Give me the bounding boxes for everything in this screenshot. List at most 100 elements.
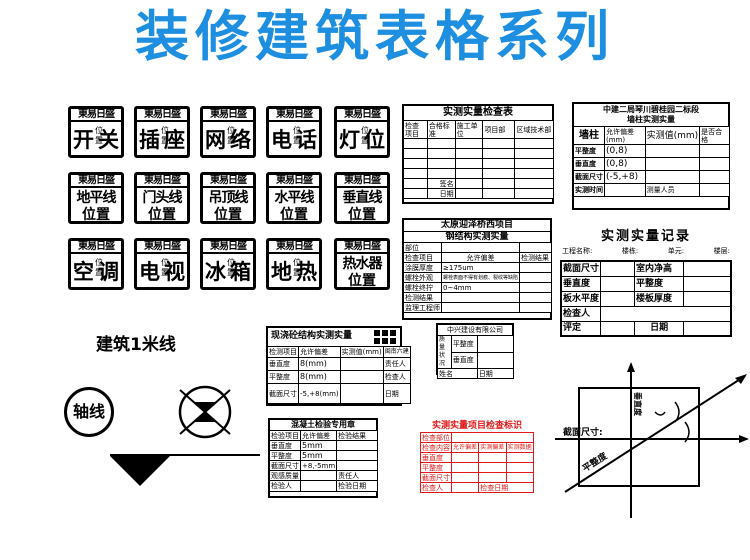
row-value: ≥175um <box>440 262 521 273</box>
stamp-position-label: 位置 <box>82 207 110 223</box>
socket-stamp: 東易日盛网位置络 <box>200 106 256 158</box>
stamp-brand: 東易日盛 <box>269 109 319 122</box>
card-title: 现浇砼结构实测实量 <box>271 331 353 341</box>
stamp-char-left: 空 <box>73 260 94 284</box>
inspection-checklist-card: 实测实量检查表 检查项目 合格标准 施工单位 项目部 区域技术部 签名 日期 <box>402 104 554 204</box>
date-label: 日期 <box>476 368 515 379</box>
zhongxing-card: 中兴建设有限公司 质量状况平整度 垂直度 姓名日期 <box>436 323 515 379</box>
measurement-record-card: 实测实量记录 工程名称: 楼栋: 单元: 楼层: 截面尺寸室内净高 垂直度平整度… <box>558 228 734 340</box>
row-label: 垂直度 <box>560 275 602 292</box>
date-label: 检验日期 <box>336 480 378 492</box>
stamp-brand: 東易日盛 <box>203 175 253 188</box>
header-cell: 检验项目 <box>269 430 301 441</box>
header-cell: 实测偏差 <box>478 442 507 453</box>
tolerance-header: 允许偏差 <box>440 252 521 263</box>
stamp-line-name: 吊顶线 <box>208 190 249 206</box>
stamp-position-label: 位置 <box>348 207 376 223</box>
header-cell: 实测值(mm) <box>339 346 384 358</box>
row-label: 监理工程师 <box>403 302 442 313</box>
stamp-position-mark: 位置 <box>161 258 169 277</box>
socket-stamp: 東易日盛电位置视 <box>134 238 190 290</box>
row-label: 截面尺寸 <box>420 472 452 483</box>
card-subtitle: 钢结构实测实量 <box>445 232 509 242</box>
row-value: 8(mm) <box>298 370 341 384</box>
stamp-position-label: 位置 <box>280 207 308 223</box>
row-value: 8(mm) <box>298 357 341 371</box>
flatness-label: 平整度 <box>580 449 610 474</box>
row-label: 垂直度 <box>269 440 301 451</box>
meta-building: 楼栋: <box>621 247 639 255</box>
stamp-brand: 東易日盛 <box>337 175 387 188</box>
header-cell: 施工单位 <box>454 120 484 139</box>
card-title: 实测实量记录 <box>600 229 691 244</box>
socket-stamp: 東易日盛垂直线位置 <box>334 172 390 224</box>
name-label: 姓名 <box>437 368 478 379</box>
stamp-char-left: 电 <box>271 128 292 152</box>
stamp-char-left: 地 <box>271 260 292 284</box>
row-extra: 检查人 <box>382 370 411 384</box>
inspection-table: 检查项目 合格标准 施工单位 项目部 区域技术部 签名 日期 <box>403 120 554 199</box>
zhongjian-card: 中建二局琴川碧桂园二标段 墙柱实测实量 墙柱 允许偏差(mm) 实测值(mm) … <box>572 102 730 210</box>
row-label: 日期 <box>633 320 685 337</box>
stamp-line-name: 热水器 <box>342 256 383 272</box>
stamp-position-label: 位置 <box>348 273 376 289</box>
row-label: 检查项目 <box>403 252 442 263</box>
row-extra: 日期 <box>382 383 411 404</box>
row-value: (0,8) <box>604 144 646 158</box>
socket-stamp: 東易日盛空位置调 <box>68 238 124 290</box>
row-value: +8,-5mm <box>299 460 338 471</box>
stamp-line-name: 门头线 <box>142 190 183 206</box>
row-label: 检查人 <box>420 482 452 493</box>
row-label: 平整度 <box>269 450 301 461</box>
record-meta: 工程名称: 楼栋: 单元: 楼层: <box>558 246 734 256</box>
measured-header: 实测值(mm) <box>644 126 701 145</box>
row-value: 5mm <box>299 450 338 461</box>
stamp-brand: 東易日盛 <box>269 175 319 188</box>
vertical-label: 垂直度 <box>633 392 643 417</box>
stamp-char-right: 座 <box>164 128 185 152</box>
header-cell: 合格标准 <box>426 120 456 139</box>
red-table: 检查部位 检查内容允许偏差实测偏差实测数据 垂直度 平整度 截面尺寸 检查人检查… <box>420 432 535 493</box>
socket-stamp: 東易日盛门头线位置 <box>134 172 190 224</box>
stamp-line-name: 地平线 <box>76 190 117 206</box>
stamp-position-mark: 位置 <box>95 126 103 145</box>
stamp-char-left: 开 <box>73 128 94 152</box>
stamp-brand: 東易日盛 <box>137 175 187 188</box>
stamp-char-left: 冰 <box>205 260 226 284</box>
row-label: 截面尺寸 <box>269 460 301 471</box>
stamp-brand: 東易日盛 <box>203 241 253 254</box>
row-label: 评定 <box>560 320 602 337</box>
row-label: 截面尺寸 <box>573 170 605 184</box>
stamp-brand: 東易日盛 <box>337 241 387 254</box>
stamp-char-right: 络 <box>230 128 251 152</box>
section-diagram: 截面尺寸: 垂直度 平整度 <box>555 362 749 518</box>
stamp-position-mark: 位置 <box>227 258 235 277</box>
stamp-position-mark: 位置 <box>293 126 301 145</box>
socket-stamp: 東易日盛电位置话 <box>266 106 322 158</box>
row-label: 螺栓外观 <box>403 272 442 283</box>
socket-stamp: 東易日盛冰位置箱 <box>200 238 256 290</box>
section-label: 截面尺寸: <box>563 426 603 438</box>
row-label: 平整度 <box>633 275 685 292</box>
stamp-char-right: 热 <box>296 260 317 284</box>
taiyuan-table: 部位 检查项目允许偏差检测结果 涂膜厚度≥175um 螺栓外观螺栓表面不得有划痕… <box>403 242 552 313</box>
header-cell: 区域技术部 <box>514 120 554 139</box>
socket-stamp: 東易日盛灯位置位 <box>334 106 390 158</box>
card-title: 实测实量项目检查标识 <box>431 421 522 431</box>
stamp-char-left: 网 <box>205 128 226 152</box>
card-subtitle: 墙柱实测实量 <box>627 115 675 124</box>
row-label: 截面尺寸 <box>560 260 602 277</box>
row-label: 截面尺寸 <box>267 383 299 404</box>
stamp-char-right: 视 <box>164 260 185 284</box>
wall-col-label: 墙柱 <box>573 126 605 145</box>
header-cell: 项目部 <box>482 120 516 139</box>
pass-header: 是否合格 <box>699 126 730 145</box>
sign-label: 签名 <box>439 179 454 188</box>
record-table: 截面尺寸室内净高 垂直度平整度 板水平度楼板厚度 检查人 评定日期 <box>560 260 732 337</box>
row-label: 楼板厚度 <box>633 290 685 307</box>
tolerance-header: 允许偏差(mm) <box>604 126 646 145</box>
socket-stamp: 東易日盛开位置关 <box>68 106 124 158</box>
